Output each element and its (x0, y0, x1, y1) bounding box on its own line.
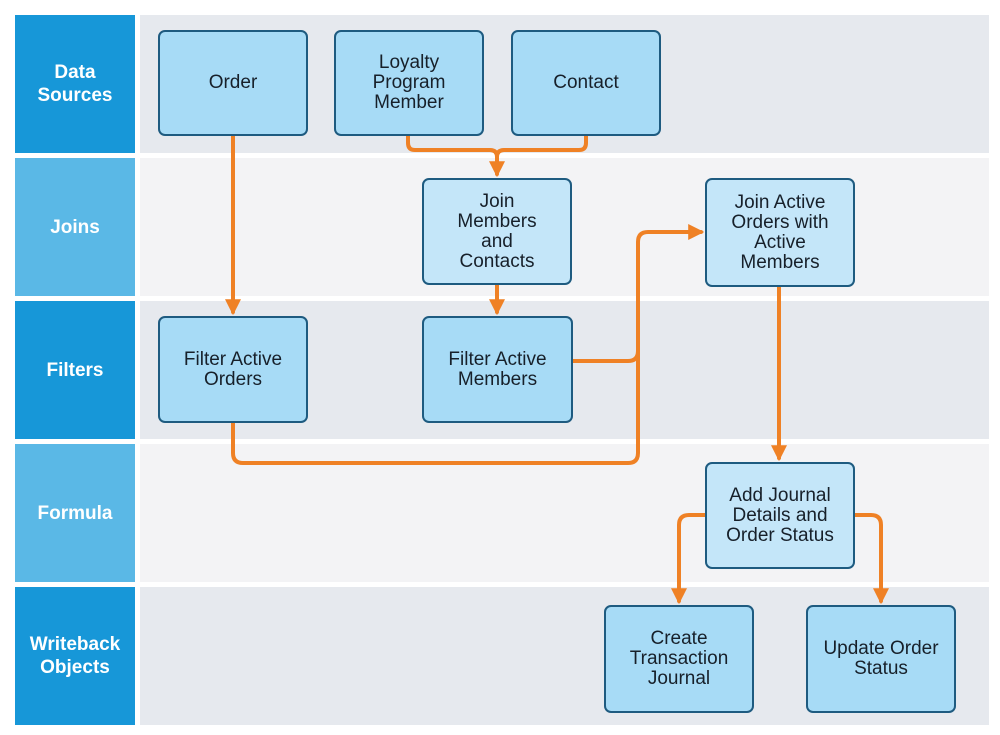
node-join-active-orders-with-active-members: Join Active Orders with Active Members (705, 178, 855, 287)
node-join-members-and-contacts: Join Members and Contacts (422, 178, 572, 285)
node-update-order-status: Update Order Status (806, 605, 956, 713)
node-loyalty-program-member: Loyalty Program Member (334, 30, 484, 136)
node-filter-active-members: Filter Active Members (422, 316, 573, 423)
edge-add-journal-to-update-order-status (852, 513, 889, 605)
lane-label-data-sources: Data Sources (15, 15, 135, 153)
node-order: Order (158, 30, 308, 136)
edge-contact-to-join-members (495, 134, 588, 159)
edge-filter-active-orders-to-join-active-orders (231, 349, 640, 465)
node-create-transaction-journal: Create Transaction Journal (604, 605, 754, 713)
node-add-journal-details-and-order-status: Add Journal Details and Order Status (705, 462, 855, 569)
lane-label-filters: Filters (15, 301, 135, 439)
edge-add-journal-to-create-transaction-journal (671, 513, 707, 605)
edge-filter-active-members-to-join-active-orders (571, 224, 705, 363)
lane-label-writeback-objects: Writeback Objects (15, 587, 135, 725)
lane-label-joins: Joins (15, 158, 135, 296)
lane-label-formula: Formula (15, 444, 135, 582)
node-filter-active-orders: Filter Active Orders (158, 316, 308, 423)
edge-loyalty-to-join-members (406, 134, 505, 178)
node-contact: Contact (511, 30, 661, 136)
